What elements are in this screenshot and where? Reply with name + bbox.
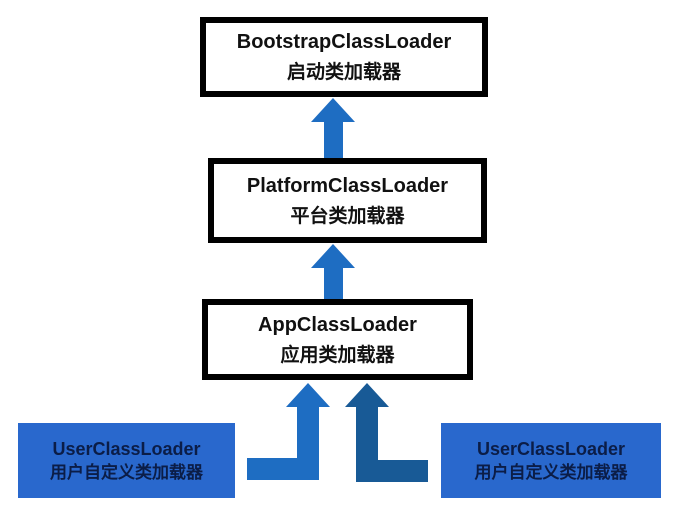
platform-name-label: PlatformClassLoader [246, 174, 449, 197]
app-zh-label: 应用类加载器 [280, 344, 395, 366]
arrow-userright-to-app-head-icon [345, 383, 389, 407]
user-right-name-label: UserClassLoader [476, 439, 626, 459]
user-right-zh-label: 用户自定义类加载器 [474, 463, 628, 482]
arrow-app-to-platform-shaft [324, 265, 343, 299]
arrow-platform-to-bootstrap-shaft [324, 119, 343, 158]
app-name-label: AppClassLoader [258, 313, 417, 336]
node-user-classloader-left: UserClassLoader 用户自定义类加载器 [18, 423, 235, 498]
node-bootstrap-classloader: BootstrapClassLoader 启动类加载器 [200, 17, 488, 97]
arrow-userleft-to-app-bar [247, 458, 319, 480]
arrow-userleft-to-app-head-icon [286, 383, 330, 407]
arrow-app-to-platform-head-icon [311, 244, 355, 268]
user-left-zh-label: 用户自定义类加载器 [50, 463, 203, 482]
platform-zh-label: 平台类加载器 [290, 205, 405, 227]
node-platform-classloader: PlatformClassLoader 平台类加载器 [208, 158, 487, 243]
arrow-userright-to-app-bar [356, 460, 428, 482]
bootstrap-name-label: BootstrapClassLoader [236, 31, 452, 53]
bootstrap-zh-label: 启动类加载器 [286, 62, 401, 83]
node-app-classloader: AppClassLoader 应用类加载器 [202, 299, 473, 380]
user-left-name-label: UserClassLoader [52, 439, 201, 459]
arrow-platform-to-bootstrap-head-icon [311, 98, 355, 122]
node-user-classloader-right: UserClassLoader 用户自定义类加载器 [441, 423, 661, 498]
